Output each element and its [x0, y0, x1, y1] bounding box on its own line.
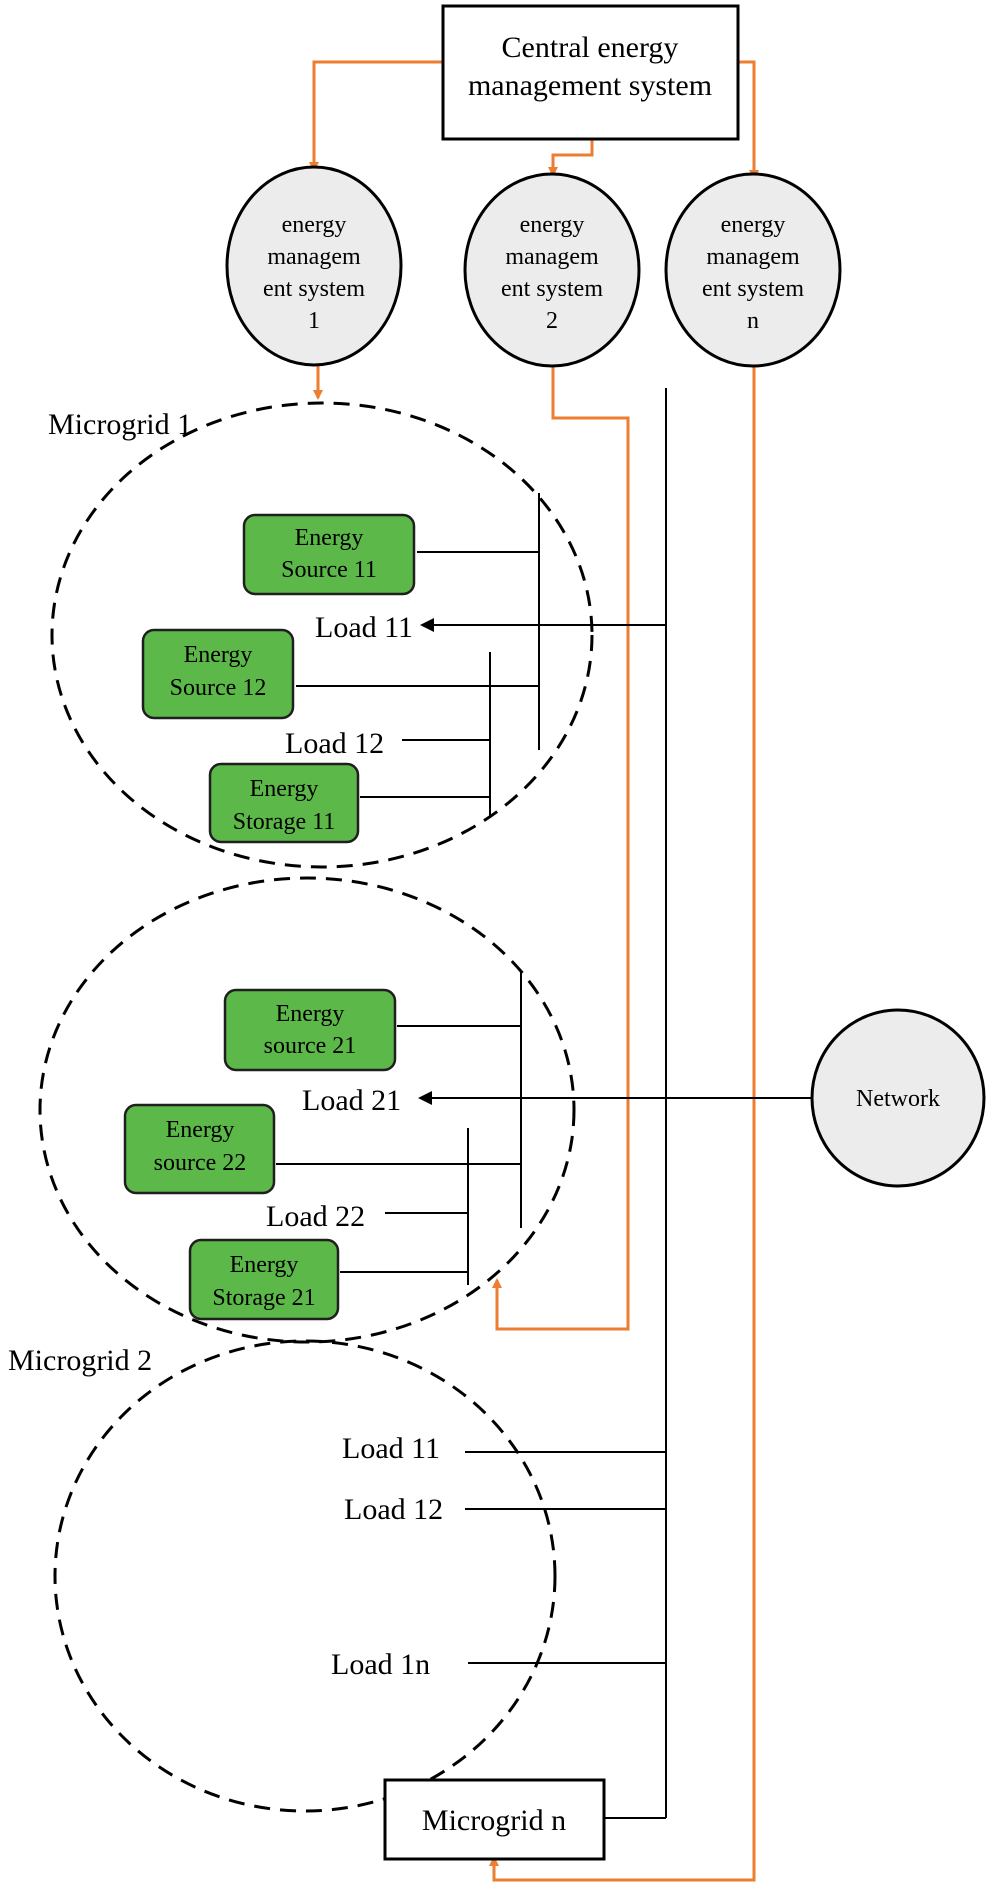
energy-storage-11: Energy Storage 11	[208, 762, 360, 844]
energy-source-22-line2: source 22	[154, 1150, 247, 1176]
central-ems-label-line1: Central energy	[502, 31, 679, 64]
network-node: Network	[810, 1008, 986, 1188]
microgrid-3-wiring	[465, 1451, 666, 1819]
microgrid-n-box: Microgrid n	[383, 1778, 606, 1861]
energy-source-11: Energy Source 11	[242, 513, 416, 596]
ems-node-1-line4: 1	[308, 308, 320, 334]
ems-node-1-line2: managem	[267, 244, 361, 270]
ems-node-n-line4: n	[747, 308, 759, 334]
ems-node-n-line3: ent system	[702, 276, 804, 302]
energy-storage-11-line1: Energy	[250, 776, 319, 802]
energy-storage-21-line1: Energy	[230, 1252, 299, 1278]
network-label: Network	[856, 1086, 940, 1112]
microgrid-2-load-21-label: Load 21	[302, 1084, 401, 1117]
energy-source-11-line2: Source 11	[281, 557, 377, 583]
central-to-ems1-connector	[309, 60, 443, 172]
energy-source-21-line2: source 21	[264, 1033, 357, 1059]
ems-node-1-line3: ent system	[263, 276, 365, 302]
energy-source-22-line1: Energy	[166, 1117, 235, 1143]
energy-storage-21-line2: Storage 21	[212, 1285, 315, 1311]
ems-node-n-line1: energy	[721, 212, 786, 238]
central-to-emsn-connector	[738, 60, 759, 180]
ems-node-2-line3: ent system	[501, 276, 603, 302]
ems-node-2: energy managem ent system 2	[463, 172, 641, 368]
ems-node-n: energy managem ent system n	[664, 172, 842, 368]
microgrid-2-wiring	[276, 972, 522, 1285]
ems-node-1-line1: energy	[282, 212, 347, 238]
ems-node-1: energy managem ent system 1	[225, 165, 403, 367]
energy-storage-11-line2: Storage 11	[233, 809, 335, 835]
control-connectors	[309, 60, 759, 1882]
energy-source-11-line1: Energy	[295, 525, 364, 551]
microgrid-2-load-22-label: Load 22	[266, 1200, 365, 1233]
energy-source-12: Energy Source 12	[141, 628, 295, 720]
microgrid-1-wiring	[296, 493, 540, 817]
microgrid-3-load-12-label: Load 12	[344, 1493, 443, 1526]
microgrid-3-boundary	[53, 1339, 557, 1813]
network-bus	[418, 388, 812, 1818]
microgrid-1-title: Microgrid 1	[48, 408, 192, 441]
central-ems-label-line2: management system	[468, 69, 712, 102]
energy-storage-21: Energy Storage 21	[188, 1238, 340, 1321]
microgrid-1-load-12-label: Load 12	[285, 727, 384, 760]
microgrid-n-label: Microgrid n	[422, 1804, 566, 1837]
microgrid-2-title: Microgrid 2	[8, 1344, 152, 1377]
microgrid-3-load-11-label: Load 11	[342, 1432, 440, 1465]
energy-source-21: Energy source 21	[223, 988, 397, 1072]
ems-node-2-line1: energy	[520, 212, 585, 238]
central-to-ems2-connector	[548, 138, 594, 177]
microgrid-1-boundary	[50, 401, 594, 869]
energy-source-22: Energy source 22	[123, 1103, 276, 1195]
ems2-to-microgrid2-connector	[492, 366, 630, 1331]
microgrid-3-load-1n-label: Load 1n	[331, 1648, 430, 1681]
ems-node-2-line4: 2	[546, 308, 558, 334]
energy-source-12-line1: Energy	[184, 642, 253, 668]
energy-source-21-line1: Energy	[276, 1001, 345, 1027]
energy-source-12-line2: Source 12	[170, 675, 267, 701]
ems-node-2-line2: managem	[505, 244, 599, 270]
microgrid-1-load-11-label: Load 11	[315, 611, 413, 644]
emsn-to-microgridn-connector	[489, 366, 756, 1882]
central-ems-box: Central energy management system	[441, 4, 740, 141]
ems-node-n-line2: managem	[706, 244, 800, 270]
